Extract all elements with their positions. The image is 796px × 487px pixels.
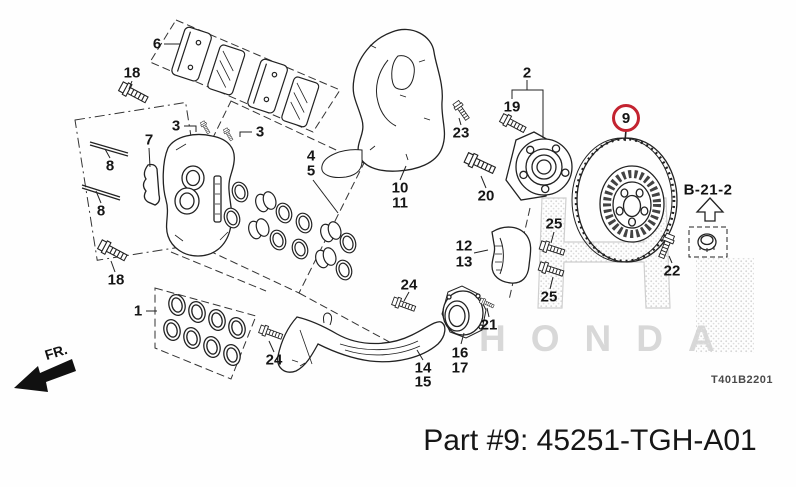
callout-6[interactable]: 6 bbox=[152, 35, 162, 53]
callout-25[interactable]: 25 bbox=[545, 215, 563, 233]
callout-15[interactable]: 15 bbox=[414, 373, 432, 391]
diagram-code: T401B2201 bbox=[711, 374, 773, 386]
pad-shim bbox=[491, 226, 532, 284]
reference-block bbox=[688, 197, 728, 258]
brake-rotor bbox=[571, 137, 678, 263]
callout-1[interactable]: 1 bbox=[133, 302, 143, 320]
callout-13[interactable]: 13 bbox=[455, 253, 473, 271]
brake-pad-set bbox=[171, 26, 320, 128]
callout-12[interactable]: 12 bbox=[455, 237, 473, 255]
callout-18[interactable]: 18 bbox=[107, 271, 125, 289]
reference-label: B-21-2 bbox=[683, 181, 733, 199]
callout-5[interactable]: 5 bbox=[306, 162, 316, 180]
hub-assembly bbox=[505, 131, 573, 201]
callout-24[interactable]: 24 bbox=[265, 351, 283, 369]
callout-8[interactable]: 8 bbox=[105, 157, 115, 175]
callout-14[interactable]: 14 bbox=[414, 359, 432, 377]
part-number-caption: Part #9: 45251-TGH-A01 bbox=[423, 424, 757, 457]
callout-19[interactable]: 19 bbox=[503, 98, 521, 116]
piston-seal-row bbox=[223, 181, 357, 281]
honda-h-watermark bbox=[537, 197, 754, 353]
leader-lines bbox=[95, 43, 673, 361]
callout-9[interactable]: 9 bbox=[612, 104, 640, 132]
callout-3[interactable]: 3 bbox=[171, 117, 181, 135]
pad-pins-and-retainer bbox=[81, 141, 161, 206]
callout-18[interactable]: 18 bbox=[123, 64, 141, 82]
callout-7[interactable]: 7 bbox=[144, 131, 154, 149]
callout-10[interactable]: 10 bbox=[391, 179, 409, 197]
brake-air-duct bbox=[277, 312, 446, 373]
honda-watermark-text: HONDA bbox=[479, 318, 740, 359]
seal-kit bbox=[163, 293, 246, 367]
callout-25[interactable]: 25 bbox=[540, 288, 558, 306]
callout-8[interactable]: 8 bbox=[96, 202, 106, 220]
caliper-body bbox=[162, 133, 235, 257]
splash-guard bbox=[321, 28, 446, 178]
callout-21[interactable]: 21 bbox=[480, 316, 498, 334]
callout-20[interactable]: 20 bbox=[477, 187, 495, 205]
callout-23[interactable]: 23 bbox=[452, 124, 470, 142]
callout-3[interactable]: 3 bbox=[255, 123, 265, 141]
callout-16[interactable]: 16 bbox=[451, 344, 469, 362]
callout-2[interactable]: 2 bbox=[522, 64, 532, 82]
callout-17[interactable]: 17 bbox=[451, 359, 469, 377]
callout-24[interactable]: 24 bbox=[400, 276, 418, 294]
fr-direction-arrow bbox=[14, 359, 76, 392]
callout-22[interactable]: 22 bbox=[663, 262, 681, 280]
sensor-ring bbox=[441, 285, 487, 339]
callout-11[interactable]: 11 bbox=[392, 194, 408, 212]
callout-4[interactable]: 4 bbox=[306, 147, 316, 165]
